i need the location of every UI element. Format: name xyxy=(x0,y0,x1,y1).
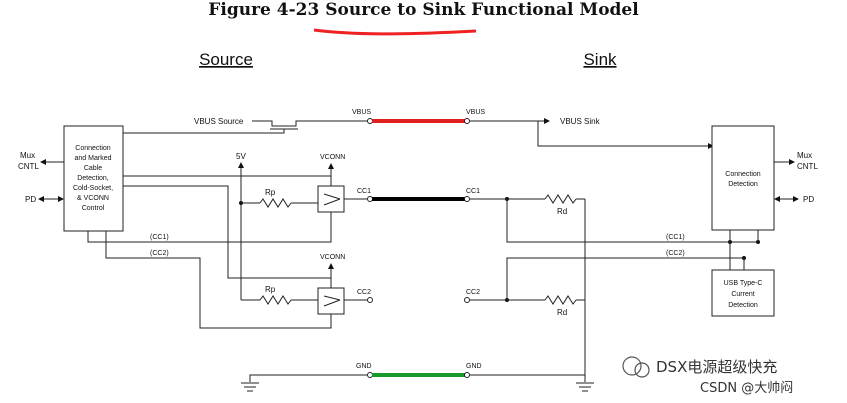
source-header: Source xyxy=(199,50,253,69)
vbus-src-node-label: VBUS xyxy=(352,109,371,116)
vconn-bottom-label: VCONN xyxy=(320,254,345,261)
current-box-line: USB Type-C xyxy=(724,280,763,287)
arrow-right-icon xyxy=(793,196,799,202)
wechat-icon-part xyxy=(634,362,650,378)
arrow-right-icon xyxy=(708,143,714,149)
cc2-switch-box xyxy=(317,287,345,315)
cc2-sink-label: CC2 xyxy=(466,289,480,296)
rp-top-label: Rp xyxy=(265,188,276,197)
cc1-bus-right xyxy=(506,199,758,243)
cc1-switch-box xyxy=(317,185,345,213)
mux-cntl-right-label: Mux xyxy=(797,151,812,160)
current-box-line: Detection xyxy=(728,302,758,309)
ground-right-icon xyxy=(576,382,594,392)
vbus-src-terminal xyxy=(367,118,373,124)
sink-box-line: Connection xyxy=(725,171,761,178)
cc2-bus-left xyxy=(105,231,332,329)
watermark-line2: CSDN @大帅闷 xyxy=(700,381,793,396)
cc1-src-label: CC1 xyxy=(357,188,371,195)
ground-left-icon xyxy=(241,382,259,392)
source-box-line: Cable xyxy=(84,165,102,172)
arrow-up-icon xyxy=(328,163,334,169)
gnd-sink-label: GND xyxy=(466,363,482,370)
mux-cntl-left-label: Mux xyxy=(20,151,35,160)
arrow-right-icon xyxy=(58,196,64,202)
arrow-up-icon xyxy=(238,162,244,168)
pd-left-label: PD xyxy=(25,195,36,204)
title-underline-mark xyxy=(313,28,477,36)
arrow-left-icon xyxy=(38,196,44,202)
vbus-source-label: VBUS Source xyxy=(194,117,244,126)
vbus-sink-label: VBUS Sink xyxy=(560,117,601,126)
cc1-bus-left xyxy=(87,212,332,243)
cc1-bus-left-label: (CC1) xyxy=(150,234,169,241)
vbus-detect-wire xyxy=(537,121,712,147)
mux-cntl-left-label: CNTL xyxy=(18,162,39,171)
cc2-src-terminal xyxy=(367,297,373,303)
rd-top-label: Rd xyxy=(557,207,567,216)
arrow-right-icon xyxy=(789,159,795,165)
five-v-label: 5V xyxy=(236,152,246,161)
rp-top-resistor xyxy=(259,198,292,208)
source-box-line: Cold-Socket, xyxy=(73,185,113,192)
figure-title: Figure 4-23 Source to Sink Functional Mo… xyxy=(208,0,639,20)
cc2-bus-left-label: (CC2) xyxy=(150,250,169,257)
vconn-ctrl-wire xyxy=(123,175,332,186)
cc2-switch-blade xyxy=(323,295,341,301)
gnd-src-wire xyxy=(249,374,367,382)
rp-bottom-resistor xyxy=(259,295,292,305)
source-box-line: Connection xyxy=(75,145,111,152)
vconn-top-label: VCONN xyxy=(320,154,345,161)
source-box-line: and Marked xyxy=(75,155,112,162)
source-controller-box: Connection and Marked Cable Detection, C… xyxy=(63,125,124,232)
current-detection-box: USB Type-C Current Detection xyxy=(711,269,775,317)
mux-cntl-right-label: CNTL xyxy=(797,162,818,171)
cc2-switch-blade xyxy=(323,299,341,307)
wechat-icon xyxy=(622,356,642,376)
arrow-right-icon xyxy=(544,118,550,124)
cc2-sink-terminal xyxy=(464,297,470,303)
cc1-switch-blade xyxy=(323,198,341,206)
current-box-line: Current xyxy=(731,291,754,298)
vbus-sink-terminal xyxy=(464,118,470,124)
source-box-line: Control xyxy=(82,205,105,212)
cc2-bus-right xyxy=(506,257,744,300)
cc1-src-terminal xyxy=(367,196,373,202)
cc1-sink-terminal xyxy=(464,196,470,202)
cc2-src-label: CC2 xyxy=(357,289,371,296)
gnd-src-label: GND xyxy=(356,363,372,370)
vbus-sink-node-label: VBUS xyxy=(466,109,485,116)
watermark-line1: DSX电源超级快充 xyxy=(656,358,777,376)
cc1-bus-right-label: (CC1) xyxy=(666,234,685,241)
rp-bottom-label: Rp xyxy=(265,285,276,294)
cc2-bus-right-label: (CC2) xyxy=(666,250,685,257)
vbus-control-wire xyxy=(123,129,285,134)
rd-bottom-label: Rd xyxy=(557,308,567,317)
source-box-line: Detection, xyxy=(77,175,109,182)
rd-bottom-resistor xyxy=(544,295,577,305)
arrow-up-icon xyxy=(328,263,334,269)
cc1-switch-blade xyxy=(323,193,341,200)
sink-connection-detection-box: Connection Detection xyxy=(711,125,775,231)
vbus-source-wire xyxy=(252,120,368,127)
cc1-sink-label: CC1 xyxy=(466,188,480,195)
source-box-line: & VCONN xyxy=(77,195,109,202)
vconn2-ctrl-wire xyxy=(123,185,332,288)
sink-box-line: Detection xyxy=(728,181,758,188)
arrow-left-icon xyxy=(774,196,780,202)
arrow-left-icon xyxy=(40,159,46,165)
watermark: DSX电源超级快充 CSDN @大帅闷 xyxy=(622,356,793,396)
pd-right-label: PD xyxy=(803,195,814,204)
sink-header: Sink xyxy=(583,50,617,69)
gnd-src-terminal xyxy=(367,372,373,378)
rd-top-resistor xyxy=(544,194,577,204)
gnd-sink-terminal xyxy=(464,372,470,378)
